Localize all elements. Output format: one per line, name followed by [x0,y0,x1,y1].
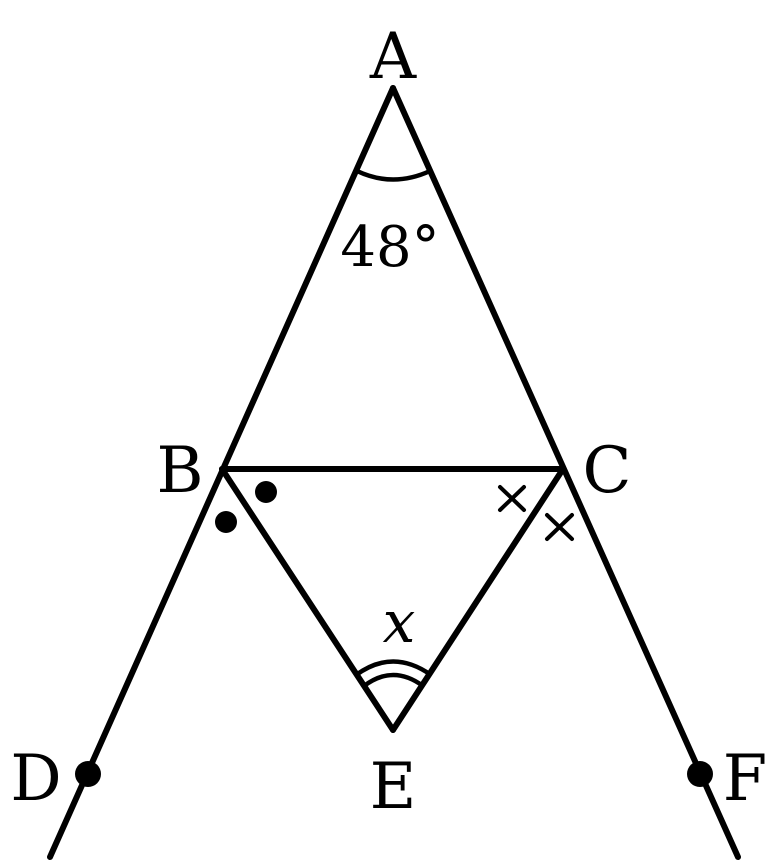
segment-B-E [219,466,396,733]
label-E: E [370,750,417,824]
angle-mark-dot-B-inner [255,481,277,503]
label-D: D [10,742,61,816]
point-dot-F [687,761,713,787]
label-A: A [369,20,417,94]
line-A-F [390,85,741,860]
angle-mark-cross-C-inner [498,485,526,512]
angle-label-A: 48° [340,215,439,280]
label-F: F [723,742,767,816]
angle-label-E: x [383,588,416,656]
angle-mark-dot-B-outer [215,511,237,533]
angle-arc-E-inner [362,672,425,688]
point-dot-D [75,761,101,787]
angle-arc-A [356,168,431,182]
label-B: B [156,434,203,508]
angle-arc-E-outer [354,659,433,677]
angle-mark-cross-C-outer [545,513,574,541]
label-C: C [583,434,632,508]
segment-C-E [390,466,566,733]
